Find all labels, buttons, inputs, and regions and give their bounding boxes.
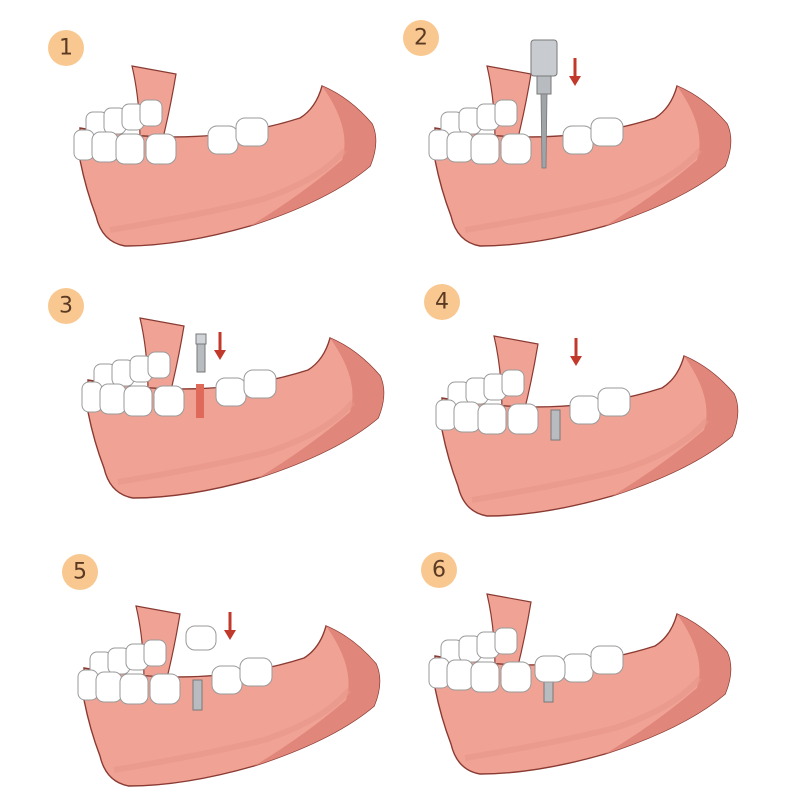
drilled-hole [196, 384, 204, 418]
step-6-panel: 6 [421, 552, 731, 774]
step-badge [403, 20, 439, 56]
step-number: 2 [414, 26, 428, 51]
crown-icon [185, 625, 217, 651]
step-badge [48, 288, 84, 324]
step-number: 1 [59, 36, 73, 61]
step-5-panel: 5 [62, 554, 380, 786]
jaw-illustration [436, 336, 738, 516]
step-number: 5 [73, 560, 87, 585]
drill-icon [530, 39, 558, 169]
down-arrow-icon [212, 330, 228, 362]
jaw-illustration [429, 66, 731, 246]
step-2-panel: 2 [403, 20, 731, 246]
jaw-illustration [429, 594, 731, 774]
down-arrow-icon [222, 610, 238, 642]
step-badge [421, 552, 457, 588]
step-3-panel: 3 [48, 288, 384, 498]
step-badge [62, 554, 98, 590]
step-4-panel: 4 [424, 284, 738, 516]
implant-icon [192, 679, 203, 711]
implant-icon [550, 409, 561, 441]
step-badge [424, 284, 460, 320]
down-arrow-icon [568, 336, 584, 368]
down-arrow-icon [567, 56, 583, 88]
step-number: 4 [435, 290, 449, 315]
step-badge [48, 30, 84, 66]
step-number: 3 [59, 294, 73, 319]
step-number: 6 [432, 558, 446, 583]
jaw-illustration [74, 66, 376, 246]
crown-icon [534, 655, 566, 683]
jaw-illustration [82, 318, 384, 498]
implant-icon [195, 333, 207, 373]
step-1-panel: 1 [48, 30, 376, 246]
